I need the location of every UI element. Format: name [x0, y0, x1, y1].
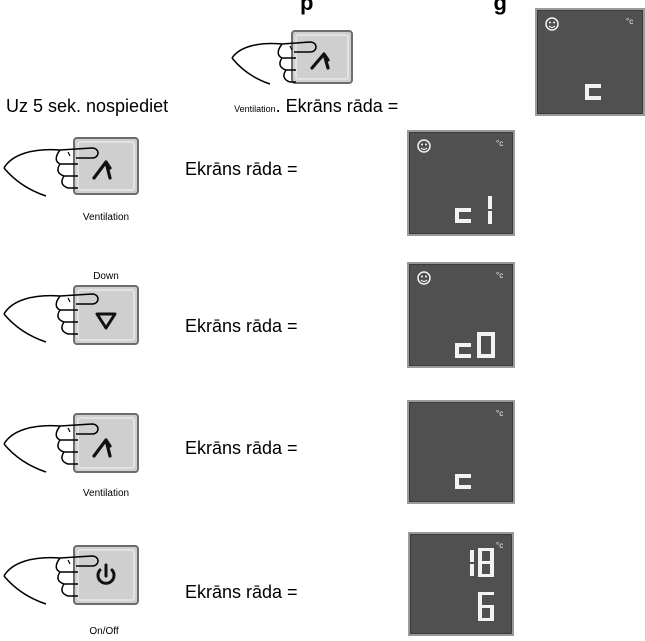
digit-c	[455, 343, 471, 358]
step-4-button-caption: On/Off	[89, 626, 119, 637]
step-2-text: Ekrāns rāda =	[185, 316, 298, 336]
step-2-button-caption: Down	[93, 271, 119, 282]
unit-label: °c	[496, 409, 503, 418]
intro-line: Uz 5 sek. nospiediet Ventilation. Ekrāns…	[6, 96, 398, 117]
step-3-ventilation-button[interactable]	[2, 408, 142, 490]
intro-ventilation-button[interactable]	[230, 28, 360, 90]
digit-1-top	[470, 550, 474, 576]
unit-label: °c	[496, 271, 503, 280]
down-triangle-icon	[95, 312, 117, 330]
smiley-icon	[417, 139, 431, 153]
unit-label: °c	[626, 17, 633, 26]
smiley-icon	[417, 271, 431, 285]
intro-suffix: . Ekrāns rāda =	[275, 96, 399, 116]
step-2-down-button[interactable]	[2, 282, 142, 358]
display-panel-step-3: °c	[407, 400, 515, 504]
display-panel-step-2: °c	[407, 262, 515, 368]
unit-label: °c	[496, 541, 503, 550]
step-3-text: Ekrāns rāda =	[185, 438, 298, 458]
digit-8-top	[478, 548, 494, 577]
display-panel-step-4: °c	[408, 532, 514, 636]
step-4-text: Ekrāns rāda =	[185, 582, 298, 602]
step-1-text: Ekrāns rāda =	[185, 159, 298, 179]
digit-6-bottom	[478, 592, 494, 621]
digit-1	[488, 196, 492, 224]
step-1-ventilation-button[interactable]	[2, 128, 142, 210]
step-1-button-caption: Ventilation	[82, 212, 130, 223]
digit-c	[585, 84, 601, 100]
step-3-button-caption: Ventilation	[82, 488, 130, 499]
smiley-icon	[545, 17, 559, 31]
digit-0	[477, 332, 495, 358]
digit-c	[455, 474, 471, 489]
intro-prefix: Uz 5 sek. nospiediet	[6, 96, 169, 116]
fan-icon	[92, 438, 112, 458]
step-4-onoff-button[interactable]	[2, 540, 142, 620]
digit-c	[455, 208, 471, 223]
display-panel-intro: °c	[535, 8, 645, 116]
heading-end: g	[493, 0, 507, 15]
fan-icon	[92, 160, 112, 180]
display-panel-step-1: °c	[407, 130, 515, 236]
fan-icon	[310, 52, 330, 70]
intro-button-label: Ventilation	[234, 104, 276, 114]
heading-start: p	[300, 0, 314, 15]
unit-label: °c	[496, 139, 503, 148]
power-icon	[96, 563, 116, 585]
